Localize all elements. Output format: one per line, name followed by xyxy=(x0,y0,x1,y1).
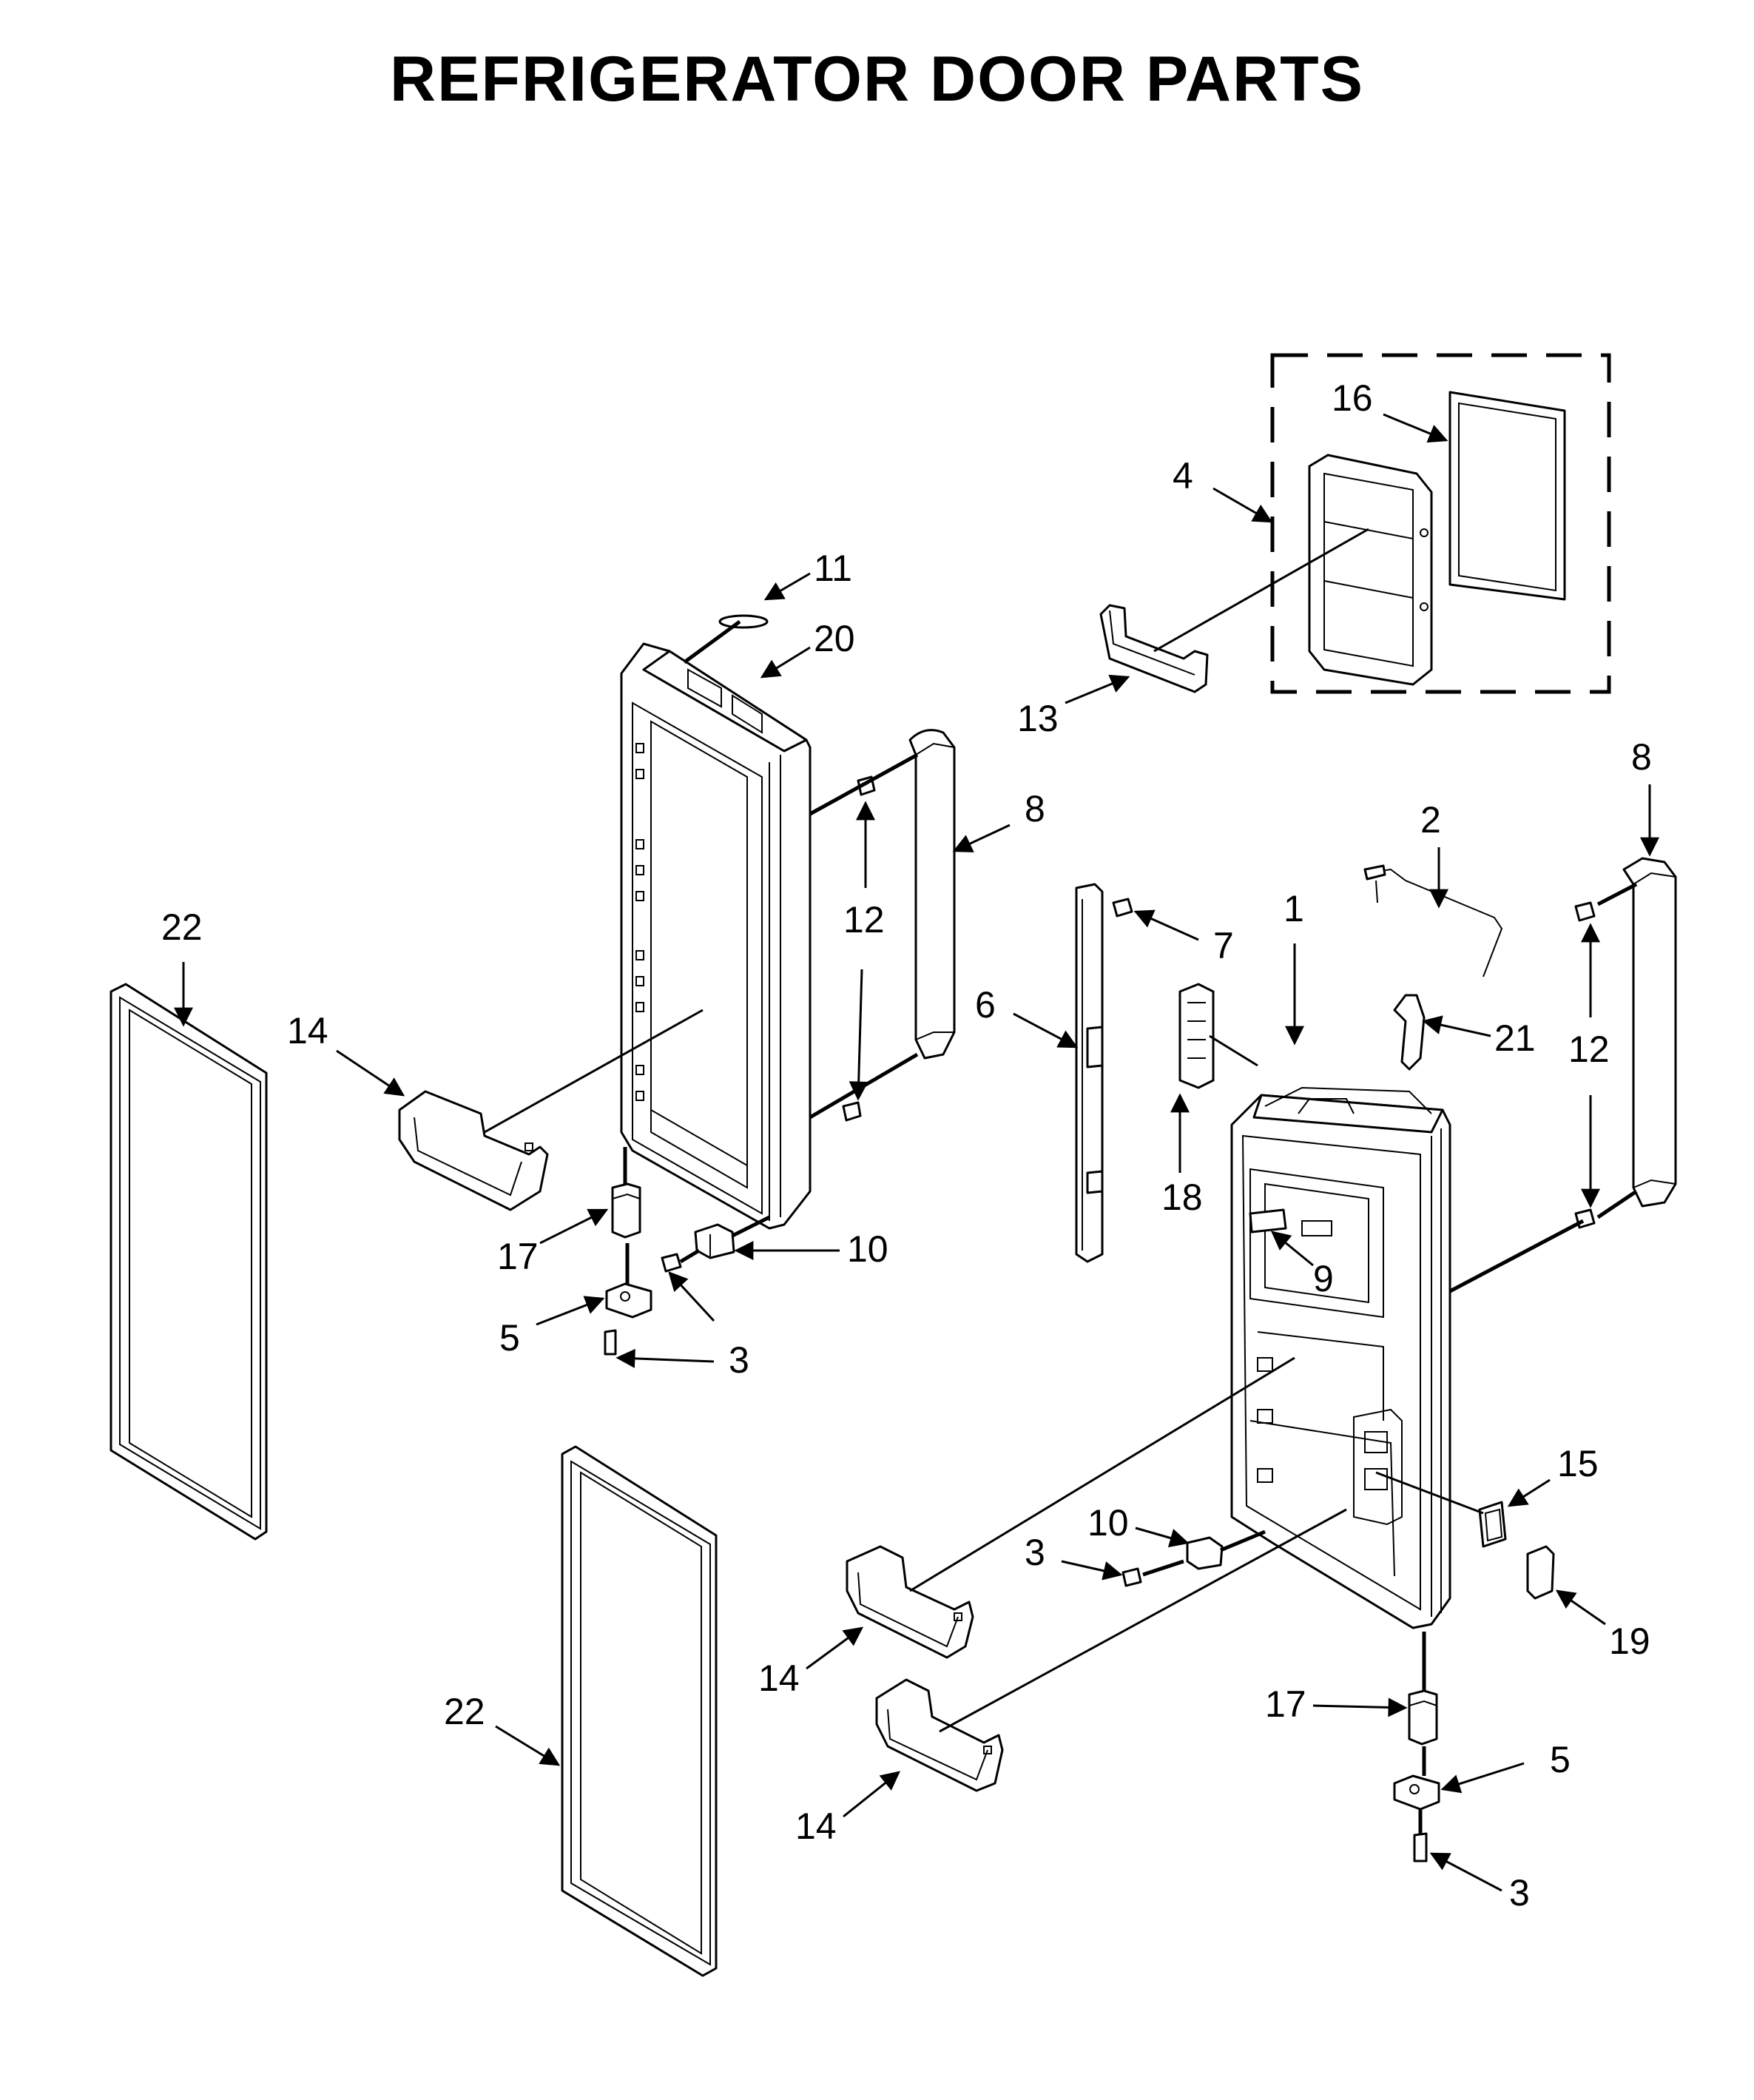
callout-11: 11 xyxy=(814,548,852,589)
callout-8-right: 8 xyxy=(1631,736,1652,778)
callout-15: 15 xyxy=(1557,1443,1599,1484)
part-3-right-screw-upper xyxy=(1121,1567,1142,1587)
part-14-right-door-bin-upper xyxy=(846,1545,974,1659)
part-6-door-strip xyxy=(1075,883,1104,1263)
part-14-right-door-bin-lower xyxy=(875,1678,1004,1792)
part-4-bin-frame xyxy=(1308,454,1433,686)
part-18-control-board xyxy=(1178,983,1215,1089)
part-9-sensor xyxy=(1249,1208,1287,1234)
callout-14-right-upper: 14 xyxy=(758,1658,800,1699)
part-8-left-handle xyxy=(908,729,956,1060)
callout-10-right: 10 xyxy=(1087,1502,1129,1544)
part-10-right-hinge-cam xyxy=(1186,1536,1224,1570)
part-3-left-screws xyxy=(604,1253,682,1356)
callout-4: 4 xyxy=(1173,455,1193,497)
kit-dashed-box xyxy=(1270,353,1611,694)
callout-9: 9 xyxy=(1313,1258,1334,1299)
diagram-title: REFRIGERATOR DOOR PARTS xyxy=(390,44,1364,115)
part-17-right-hinge-pin xyxy=(1408,1689,1438,1746)
callout-18: 18 xyxy=(1161,1177,1203,1218)
part-5-right-hinge-bracket xyxy=(1393,1774,1440,1811)
callout-16: 16 xyxy=(1332,377,1373,419)
callout-22-left: 22 xyxy=(161,906,203,948)
part-11-clip xyxy=(718,614,769,629)
part-19-cover xyxy=(1526,1545,1555,1600)
callout-22-lower: 22 xyxy=(444,1691,485,1732)
part-15-bezel xyxy=(1478,1501,1507,1548)
callout-labels: 16 4 11 20 13 8 8 2 12 12 1 7 22 22 14 1… xyxy=(161,377,1652,1914)
callout-17-left: 17 xyxy=(497,1236,539,1277)
callout-3-right-lower: 3 xyxy=(1509,1872,1530,1914)
part-21-water-tube xyxy=(1393,994,1426,1071)
callout-5-left: 5 xyxy=(499,1317,520,1359)
left-door-shelf-dimples xyxy=(635,743,644,1101)
callout-12-right: 12 xyxy=(1568,1029,1610,1070)
callout-19: 19 xyxy=(1609,1621,1650,1662)
part-22-left-gasket xyxy=(109,983,268,1541)
part-10-left-hinge-cam xyxy=(694,1223,735,1259)
callout-3-right-upper: 3 xyxy=(1025,1532,1045,1573)
callout-2: 2 xyxy=(1420,799,1441,841)
callout-21: 21 xyxy=(1494,1017,1536,1059)
callout-10-left: 10 xyxy=(847,1228,888,1270)
part-13-small-bin xyxy=(1099,604,1209,693)
part-16-gasket xyxy=(1448,391,1566,601)
part-22-lower-gasket xyxy=(561,1445,718,1977)
part-14-left-door-bin xyxy=(398,1090,549,1211)
callout-1: 1 xyxy=(1284,888,1304,929)
part-1-right-door-liner xyxy=(1230,1086,1451,1629)
callout-14-right-lower: 14 xyxy=(795,1805,837,1847)
part-20-left-door-liner xyxy=(620,642,812,1230)
callout-13: 13 xyxy=(1017,698,1059,739)
part-5-left-hinge-bracket xyxy=(605,1282,652,1319)
part-17-left-hinge-pin xyxy=(611,1182,641,1239)
part-12-left-spacers xyxy=(842,775,876,1122)
callout-6: 6 xyxy=(975,984,996,1026)
part-7-screw xyxy=(1112,898,1133,918)
callout-14-left: 14 xyxy=(287,1010,328,1051)
callout-leaders xyxy=(174,413,1659,1892)
callout-8-left: 8 xyxy=(1025,788,1045,829)
part-8-right-handle xyxy=(1622,857,1677,1208)
callout-17-right: 17 xyxy=(1265,1683,1306,1725)
callout-12-left: 12 xyxy=(843,899,885,940)
callout-3-left: 3 xyxy=(729,1339,749,1381)
callout-20: 20 xyxy=(814,618,855,659)
callout-5-right: 5 xyxy=(1550,1739,1571,1780)
part-3-right-screw-lower xyxy=(1413,1832,1428,1862)
callout-7: 7 xyxy=(1213,925,1234,966)
part-2-wire-harness xyxy=(1363,864,1503,977)
